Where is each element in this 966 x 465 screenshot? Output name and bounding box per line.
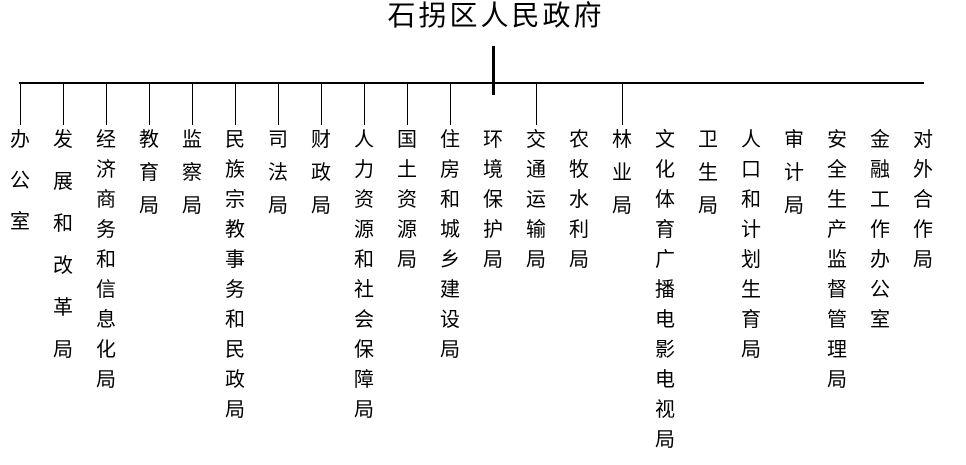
connector-line xyxy=(63,84,64,125)
connector-line xyxy=(278,84,279,125)
department-label: 办公室 xyxy=(10,129,30,233)
horizontal-connector-line xyxy=(19,82,924,84)
department-label: 审计局 xyxy=(784,129,804,217)
department-label: 住房和城乡建设局 xyxy=(440,129,460,361)
department-label: 金融工作办公室 xyxy=(870,129,890,331)
connector-line xyxy=(407,84,408,125)
department-label: 教育局 xyxy=(139,129,159,217)
department-label: 监察局 xyxy=(182,129,202,217)
connector-line xyxy=(321,84,322,125)
department-label: 安全生产监督管理局 xyxy=(827,129,847,391)
connector-line xyxy=(20,84,21,125)
department-label: 交通运输局 xyxy=(526,129,546,271)
connector-line xyxy=(192,84,193,125)
chart-title: 石拐区人民政府 xyxy=(387,1,605,32)
department-label: 农牧水利局 xyxy=(569,129,589,271)
connector-line xyxy=(149,84,150,125)
department-label: 卫生局 xyxy=(698,129,718,217)
connector-line xyxy=(536,84,537,125)
department-label: 对外合作局 xyxy=(913,129,933,271)
connector-line xyxy=(235,84,236,125)
connector-line xyxy=(106,84,107,125)
connector-line xyxy=(364,84,365,125)
department-label: 人口和计划生育局 xyxy=(741,129,761,361)
department-label: 国土资源局 xyxy=(397,129,417,271)
department-label: 人力资源和社会保障局 xyxy=(354,129,374,421)
department-label: 经济商务和信息化局 xyxy=(96,129,116,391)
department-label: 民族宗教事务和民政局 xyxy=(225,129,245,421)
department-label: 文化体育广播电影电视局 xyxy=(655,129,675,451)
department-label: 环境保护局 xyxy=(483,129,503,271)
title-connector-line xyxy=(492,46,495,95)
department-label: 林业局 xyxy=(612,129,632,217)
department-label: 财政局 xyxy=(311,129,331,217)
connector-line xyxy=(622,84,623,125)
department-label: 发展和改革局 xyxy=(53,129,73,361)
connector-line xyxy=(450,84,451,125)
department-label: 司法局 xyxy=(268,129,288,217)
